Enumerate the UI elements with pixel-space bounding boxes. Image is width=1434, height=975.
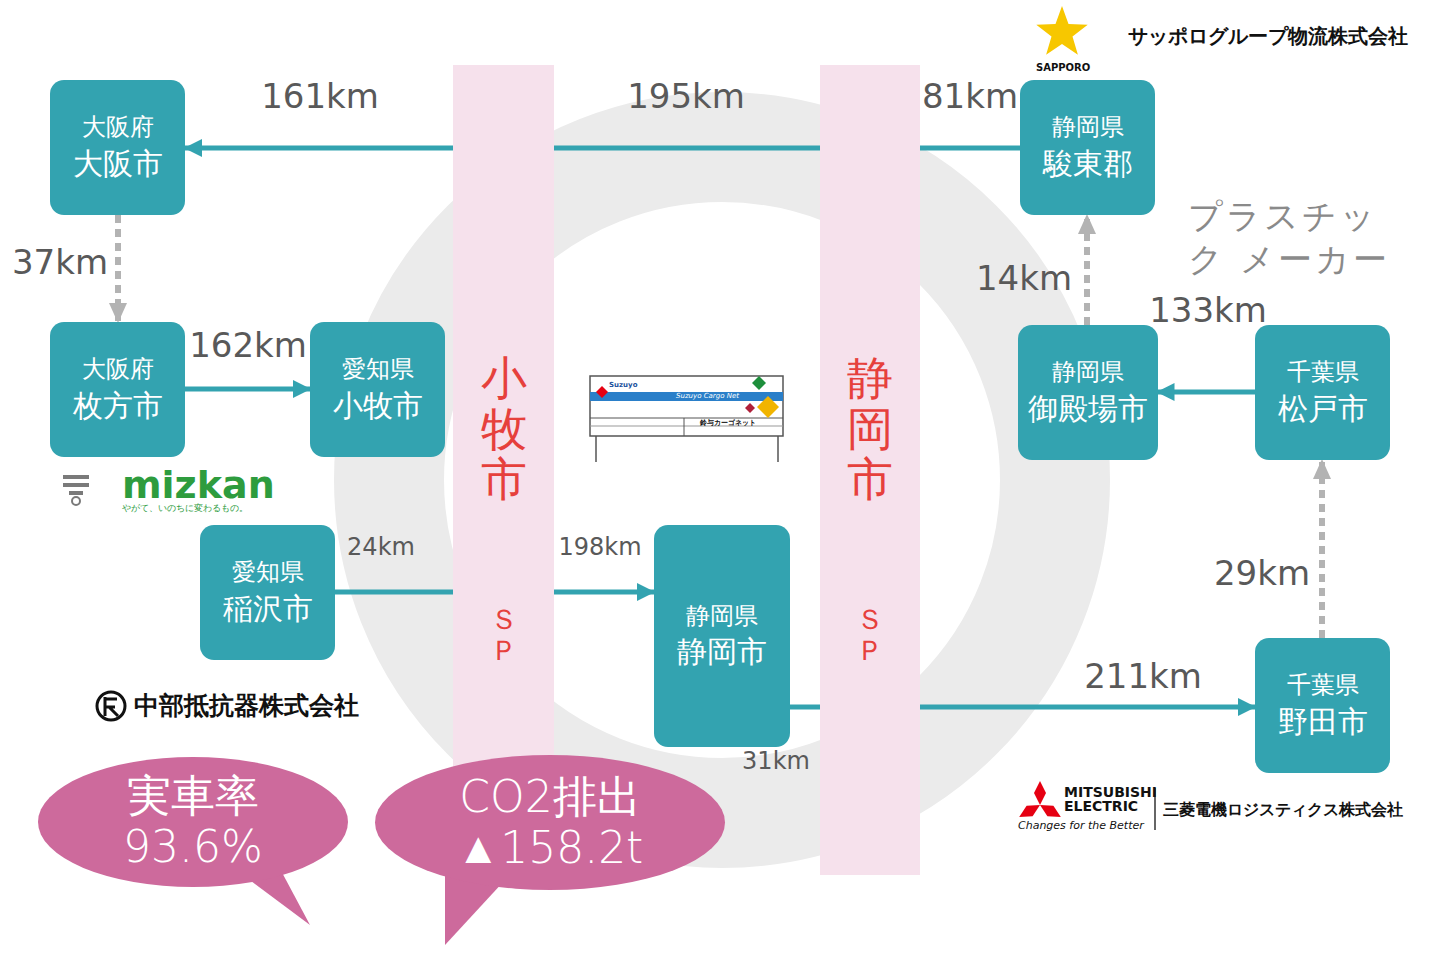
mitsubishi-mark (1019, 781, 1061, 817)
prefecture-name: 千葉県 (1287, 670, 1359, 701)
logo-text: 鈴与カーゴネット (700, 419, 756, 428)
bubble-body (375, 755, 725, 890)
speech-bubble: 実車率93.6% (38, 757, 348, 887)
bubble-body (38, 757, 348, 887)
route-line (790, 705, 820, 710)
route-line (920, 705, 1255, 710)
route-line (335, 590, 453, 595)
prefecture-name: 静岡県 (1052, 112, 1124, 143)
location-box: 愛知県稲沢市 (200, 525, 335, 660)
distance-label: 14km (976, 258, 1072, 299)
logo-text: Suzuyo (609, 381, 637, 390)
stat-text: ▲158.2t (457, 823, 644, 874)
location-box: 大阪府枚方市 (50, 322, 185, 457)
location-box: 静岡県静岡市 (654, 525, 790, 747)
distance-label: 31km (742, 747, 810, 776)
hub-name: 静岡市 (847, 353, 893, 505)
prefecture-name: 大阪府 (82, 112, 154, 143)
location-box: 千葉県野田市 (1255, 638, 1390, 773)
transfer-arrow (1084, 215, 1090, 325)
distance-label: 162km (189, 325, 307, 366)
stat-text: 実車率 (127, 771, 259, 822)
mizkan-icon (63, 475, 89, 505)
sapporo-star (1036, 6, 1087, 55)
distance-label: 81km (922, 76, 1018, 117)
location-box: 大阪府大阪市 (50, 80, 185, 215)
logo-text: サッポログループ物流株式会社 (1128, 24, 1408, 49)
transfer-arrow (115, 215, 121, 322)
city-name: 駿東郡 (1043, 144, 1133, 183)
city-name: 御殿場市 (1028, 389, 1148, 428)
logo-text: Suzuyo Cargo Net (676, 392, 739, 401)
city-name: 大阪市 (73, 144, 163, 183)
logo-text: SAPPORO (1036, 62, 1090, 75)
hub-name: ＳＰ (490, 605, 518, 667)
route-line (554, 146, 820, 151)
distance-label: 133km (1149, 290, 1267, 331)
prefecture-name: 静岡県 (1052, 357, 1124, 388)
logo-text: 中部抵抗器株式会社 (134, 690, 359, 721)
transfer-arrow (1319, 460, 1325, 638)
distance-label: 24km (347, 533, 415, 562)
distance-label: 211km (1084, 656, 1202, 697)
city-name: 野田市 (1278, 702, 1368, 741)
logo-text: 三菱電機ロジスティクス株式会社 (1163, 800, 1403, 820)
route-line (1158, 390, 1256, 395)
logo-text: mizkan (122, 462, 275, 510)
location-box: 愛知県小牧市 (310, 322, 445, 457)
prefecture-name: 千葉県 (1287, 357, 1359, 388)
prefecture-name: 大阪府 (82, 354, 154, 385)
city-name: 静岡市 (677, 632, 767, 671)
route-line (185, 146, 453, 151)
logo-text: やがて、いのちに変わるもの。 (122, 503, 248, 514)
city-name: 枚方市 (73, 386, 163, 425)
prefecture-name: 愛知県 (232, 557, 304, 588)
stat-text: 93.6% (123, 822, 263, 873)
chubu-icon (97, 692, 125, 720)
logo-text: MITSUBISHI ELECTRIC (1064, 785, 1154, 813)
route-line (185, 387, 310, 392)
city-name: 松戸市 (1278, 389, 1368, 428)
location-box: 静岡県御殿場市 (1018, 325, 1158, 460)
hub-band: 静岡市 ＳＰ (820, 65, 920, 875)
logo-separator (1154, 788, 1156, 830)
location-box: 千葉県松戸市 (1255, 325, 1390, 460)
hub-band: 小牧市 ＳＰ (453, 65, 554, 875)
prefecture-name: 愛知県 (342, 354, 414, 385)
stat-text: CO2排出 (459, 772, 640, 823)
route-line (920, 146, 1020, 151)
hub-name: ＳＰ (856, 605, 884, 667)
logo-text: Changes for the Better (1018, 819, 1144, 833)
hub-name: 小牧市 (481, 353, 527, 505)
distance-label: 195km (627, 76, 745, 117)
truck-illustration (590, 376, 783, 462)
location-box: 静岡県駿東郡 (1020, 80, 1155, 215)
prefecture-name: 静岡県 (686, 601, 758, 632)
distance-label: 198km (558, 533, 641, 562)
route-line (554, 590, 654, 595)
city-name: 稲沢市 (223, 589, 313, 628)
distance-label: 29km (1214, 553, 1310, 594)
distance-label: 37km (12, 242, 108, 283)
speech-bubble: CO2排出▲158.2t (375, 755, 725, 890)
logo-text: プラスチック メーカー (1188, 195, 1414, 280)
distance-label: 161km (261, 76, 379, 117)
city-name: 小牧市 (333, 386, 423, 425)
